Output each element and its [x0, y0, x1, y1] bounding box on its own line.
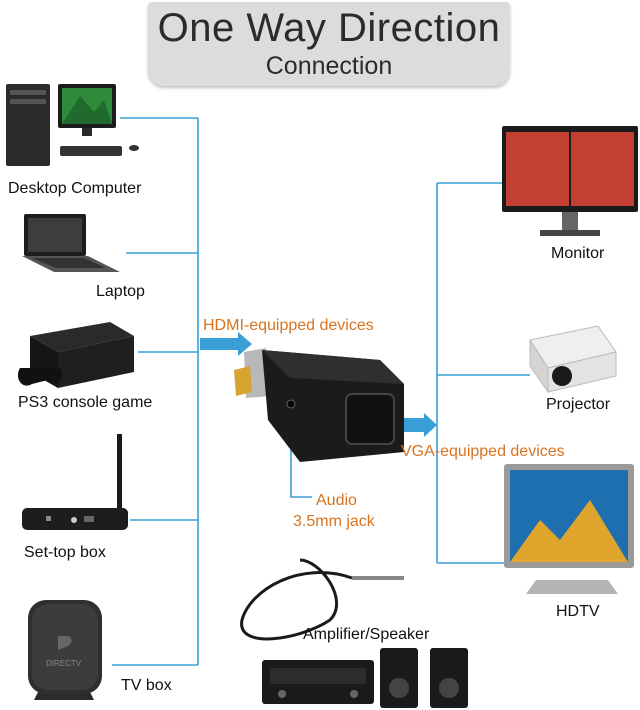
- projector-label: Projector: [546, 396, 611, 413]
- audio-jack-label: 3.5mm jack: [293, 513, 375, 530]
- desktop-computer-label: Desktop Computer: [8, 180, 142, 197]
- ps3-label: PS3 console game: [18, 394, 153, 411]
- hdtv-label: HDTV: [556, 603, 600, 620]
- diagram-title: One Way Direction: [157, 6, 501, 50]
- laptop-label: Laptop: [96, 283, 145, 300]
- amplifier-speaker-label: Amplifier/Speaker: [303, 626, 430, 643]
- desktop-computer-image: [6, 84, 139, 166]
- vga-devices-label: VGA-equipped devices: [401, 443, 565, 460]
- projector-image: [529, 325, 617, 394]
- laptop-image: [22, 214, 120, 272]
- set-top-box-image: [22, 434, 128, 530]
- hdtv-image: [504, 464, 634, 594]
- tv-box-brand: DIRECTV: [46, 659, 82, 668]
- ps3-console-image: [17, 322, 134, 388]
- hdmi-to-vga-adapter-image: [234, 348, 404, 462]
- diagram-subtitle: Connection: [265, 52, 393, 80]
- set-top-box-label: Set-top box: [24, 544, 106, 561]
- output-connection-lines: [436, 182, 530, 564]
- vga-arrow: [398, 413, 437, 437]
- monitor-image: [502, 126, 638, 236]
- amplifier-speaker-image: [262, 648, 468, 708]
- audio-cable-image: [240, 558, 404, 641]
- tv-box-label: TV box: [121, 677, 172, 694]
- audio-label: Audio: [316, 492, 357, 509]
- hdmi-arrow: [200, 332, 252, 356]
- tv-box-image: [28, 600, 102, 700]
- title-banner: [148, 2, 510, 86]
- source-connection-lines: [112, 117, 199, 666]
- monitor-label: Monitor: [551, 245, 605, 262]
- hdmi-devices-label: HDMI-equipped devices: [203, 317, 374, 334]
